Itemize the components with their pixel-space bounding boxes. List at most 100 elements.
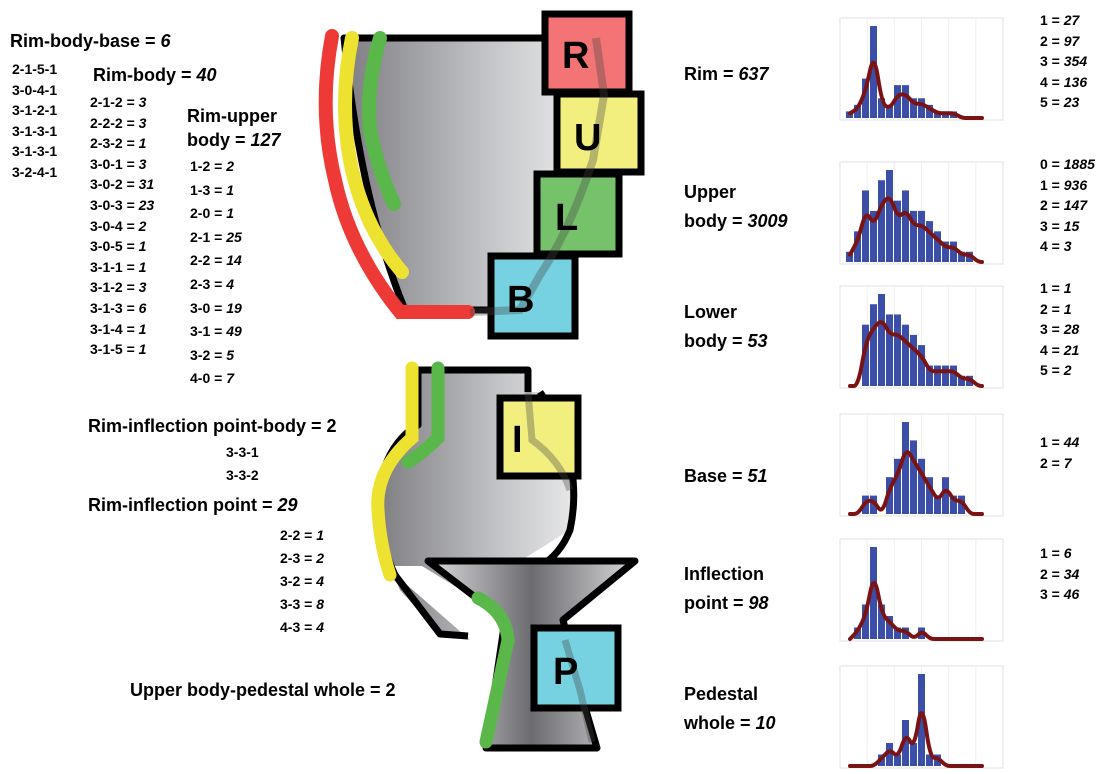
histogram-bar — [854, 231, 861, 262]
density-curve — [848, 581, 984, 641]
list-item: 2-2 = 14 — [190, 252, 242, 269]
histogram-bar — [878, 294, 885, 386]
histogram-bar — [902, 422, 909, 514]
histogram-bar — [894, 85, 901, 118]
histogram-bar — [878, 98, 885, 118]
box-letter-u: U — [574, 117, 602, 159]
list-item: 4 = 3 — [1040, 238, 1072, 255]
list-item: 2-3 = 4 — [190, 275, 234, 292]
histogram-bar — [926, 477, 933, 514]
histogram-bar — [878, 180, 885, 262]
pedestal-box — [530, 624, 622, 712]
list-item: 3-1-1 = 1 — [90, 258, 147, 275]
inflection-box — [496, 394, 582, 480]
list-item: 1 = 1 — [1040, 280, 1072, 296]
histogram-bar — [918, 674, 925, 766]
histogram-bar — [918, 458, 925, 514]
base-box — [487, 252, 579, 340]
list-item: 3-0-3 = 23 — [90, 196, 155, 213]
histogram-bar — [926, 365, 933, 386]
list-item: 2-3 = 2 — [280, 550, 324, 566]
list-item: 3-3 = 8 — [280, 596, 324, 612]
histogram-bar — [934, 111, 941, 118]
list-item: 1 = 936 — [1040, 176, 1088, 193]
box-letter-r: R — [562, 35, 590, 77]
list-item: 2-0 = 1 — [190, 205, 234, 222]
histogram-bar — [902, 324, 909, 386]
rim-inflection-title: Rim-inflection point = 29 — [88, 495, 298, 515]
histogram-bar — [878, 604, 885, 639]
list-item: 5 = 2 — [1040, 362, 1072, 379]
histogram-bar — [894, 627, 901, 639]
rim-inflection-body-list: 3-3-1 3-3-2 — [226, 441, 259, 487]
density-curve — [848, 320, 984, 388]
histogram-bar — [870, 304, 877, 386]
list-item: 3-1-2-1 — [12, 102, 58, 119]
histogram-bar — [902, 85, 909, 118]
row-label: Rim = 637 — [684, 64, 769, 84]
histogram-bar — [862, 604, 869, 639]
list-item: 1 = 27 — [1040, 12, 1080, 28]
list-item: 2 = 34 — [1040, 565, 1080, 582]
list-item: 3-2 = 5 — [190, 346, 234, 363]
histogram-chart — [839, 413, 1004, 517]
histogram-bar — [862, 78, 869, 118]
histogram-bar — [910, 98, 917, 118]
rim-upper-body-title: Rim-upper body = 127 — [187, 106, 281, 150]
histogram-bar — [910, 440, 917, 514]
list-item: 3-0-4-1 — [12, 81, 58, 98]
histogram-bar — [950, 495, 957, 514]
list-item: 2-1-5-1 — [12, 61, 58, 77]
list-item: 2 = 1 — [1040, 300, 1072, 317]
list-item: 3-3-2 — [226, 467, 259, 483]
histogram-chart — [839, 665, 1004, 769]
yellow-profile-line — [338, 31, 409, 279]
box-letter-p: P — [553, 651, 579, 693]
histogram-bar — [950, 241, 957, 262]
list-item: 1 = 6 — [1040, 545, 1072, 561]
list-item: 2-3-2 = 1 — [90, 135, 147, 152]
histogram-bar — [870, 210, 877, 262]
histogram-chart — [839, 161, 1004, 265]
histogram-bar — [886, 104, 893, 118]
histogram-bar — [942, 365, 949, 386]
histogram-bar — [886, 743, 893, 766]
histogram-bar — [894, 458, 901, 514]
list-item: 1-2 = 2 — [190, 158, 234, 174]
list-item: 3-0-1 = 3 — [90, 155, 147, 172]
list-item: 3-1-2 = 3 — [90, 279, 147, 296]
list-item: 2 = 7 — [1040, 454, 1072, 471]
histogram-bar — [862, 190, 869, 262]
list-item: 1 = 44 — [1040, 434, 1080, 450]
list-item: 0 = 1885 — [1040, 156, 1095, 172]
list-item: 3-0-2 = 31 — [90, 176, 155, 193]
histogram-bar — [926, 104, 933, 118]
density-curve — [848, 450, 984, 516]
list-item: 3-1-3-1 — [12, 122, 58, 139]
rim-body-base-title: Rim-body-base = 6 — [10, 31, 171, 51]
list-item: 4-3 = 4 — [280, 619, 324, 635]
histogram-bar — [886, 314, 893, 386]
histogram-bar — [926, 221, 933, 262]
histogram-bar — [942, 477, 949, 514]
density-curve — [848, 196, 984, 264]
histogram-bar — [870, 495, 877, 514]
lower-body-box — [533, 170, 623, 258]
histogram-bar — [910, 743, 917, 766]
histogram-bar — [894, 314, 901, 386]
box-profile-line — [469, 37, 609, 316]
box-letter-i: I — [512, 419, 523, 461]
rim-body-title: Rim-body = 40 — [93, 65, 217, 85]
list-item: 3 = 15 — [1040, 217, 1080, 234]
histogram-bar — [934, 365, 941, 386]
red-profile-line — [318, 29, 475, 319]
histogram-bar — [894, 200, 901, 262]
histogram-chart — [839, 285, 1004, 389]
